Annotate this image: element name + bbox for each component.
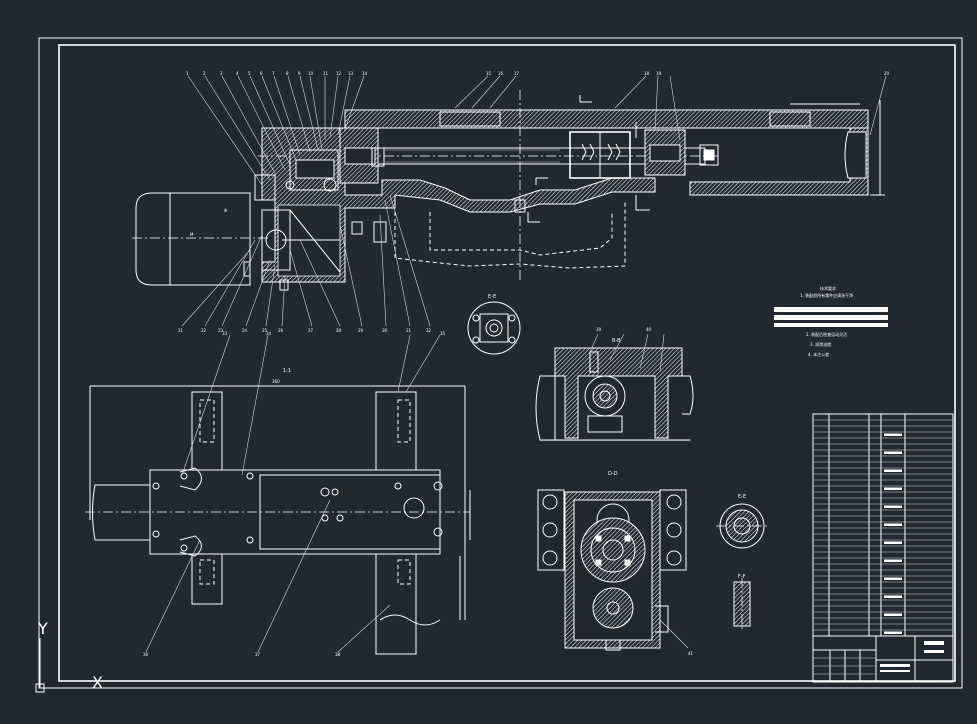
leader-label: 29 (358, 328, 364, 333)
leader-label: 15 (486, 71, 492, 76)
leader-label: 3 (220, 71, 223, 76)
leader-label: 9 (298, 71, 301, 76)
leader-label: 37 (255, 652, 261, 657)
leader-label: 39 (596, 327, 602, 332)
leader-label: 26 (278, 328, 284, 333)
leader-label: 32 (426, 328, 432, 333)
leader-label: 11 (323, 71, 329, 76)
parts-list-entry-mark (884, 524, 902, 527)
leader-label: 27 (308, 328, 314, 333)
parts-list-entry-mark (884, 506, 902, 509)
section-ee-label: E-E (488, 294, 496, 300)
leader-label: 18 (644, 71, 650, 76)
inner-frame (59, 45, 955, 681)
leader-label: 28 (336, 328, 342, 333)
svg-text:360: 360 (272, 379, 280, 384)
section-bb-view: B-B 39 40 (536, 327, 693, 440)
leader-label: 1 (186, 71, 189, 76)
leader-label: 2 (203, 71, 206, 76)
leader-label: 38 (335, 652, 341, 657)
tech-req-line4: 4. 未注公差 (808, 351, 829, 357)
leader-label: 12 (336, 71, 342, 76)
ucs-y-label: Y (37, 619, 48, 638)
leader-label: 20 (884, 71, 890, 76)
section-ee2-label: E-E (738, 494, 746, 500)
leader-label: 36 (143, 652, 149, 657)
leader-label: 7 (272, 71, 275, 76)
parts-list-entry-mark (884, 542, 902, 545)
leader-label: 17 (514, 71, 520, 76)
tech-req-line1: 1. 装配前所有零件应清洗干净 (800, 292, 853, 298)
top-rail (345, 110, 868, 128)
parts-list-entry-mark (884, 560, 902, 563)
leader-label: 13 (348, 71, 354, 76)
parts-list-entry-mark (884, 452, 902, 455)
tech-req-line2: 2. 装配后检查运动灵活 (806, 331, 847, 337)
outer-frame (39, 38, 962, 688)
parts-list-entry-mark (884, 434, 902, 437)
tech-req-line3: 3. 润滑油脂 (810, 341, 831, 347)
scale-note: 1:1 (283, 368, 291, 374)
svg-text:M: M (190, 232, 194, 237)
section-bb-label: B-B (612, 338, 621, 344)
ucs-x-label: X (92, 673, 103, 692)
leader-label: 8 (286, 71, 289, 76)
parts-list-entry-mark (884, 488, 902, 491)
technical-requirements: 技术要求 1. 装配前所有零件应清洗干净 2. 装配后检查运动灵活 3. 润滑油… (774, 285, 888, 357)
leader-label: 5 (248, 71, 251, 76)
title-block (813, 636, 953, 682)
leader-label: 30 (382, 328, 388, 333)
parts-list-entry-mark (884, 470, 902, 473)
leader-label: 33 (222, 331, 228, 336)
leader-label: 31 (406, 328, 412, 333)
leader-label: 35 (440, 331, 446, 336)
plan-view: 360 1:1 36 (85, 335, 470, 657)
leader-label: 21 (178, 328, 184, 333)
section-dd-view: D-D 41 (538, 471, 694, 656)
leader-label: 19 (656, 71, 662, 76)
leader-label: 10 (308, 71, 314, 76)
parts-list-entry-mark (884, 578, 902, 581)
tech-req-title: 技术要求 (820, 285, 836, 291)
section-ee2-view: E-E (716, 494, 768, 548)
leader-label: 16 (498, 71, 504, 76)
section-dd-label: D-D (608, 471, 618, 477)
leader-label: 40 (646, 327, 652, 332)
motor-body (136, 193, 250, 285)
leader-label: 6 (260, 71, 263, 76)
leader-label: 14 (362, 71, 368, 76)
parts-list (813, 414, 953, 636)
main-section-view: M Φ (132, 90, 885, 290)
parts-list-entry-mark (884, 614, 902, 617)
leader-labels-bottom: 21 22 23 24 25 26 27 28 29 30 31 32 33 3… (178, 328, 446, 336)
svg-text:Φ: Φ (224, 208, 227, 213)
leader-label: 22 (201, 328, 207, 333)
leader-label: 41 (688, 651, 694, 656)
leader-label: 4 (236, 71, 239, 76)
leader-labels-top: 1 2 3 4 5 6 7 8 9 10 11 12 13 14 15 16 1… (186, 71, 890, 76)
section-ee-view: E-E (468, 294, 520, 354)
parts-list-entry-mark (884, 596, 902, 599)
parts-list-entry-mark (884, 632, 902, 635)
leader-label: 24 (242, 328, 248, 333)
leader-label: 34 (266, 331, 272, 336)
section-ff-view: F-F (734, 574, 750, 630)
